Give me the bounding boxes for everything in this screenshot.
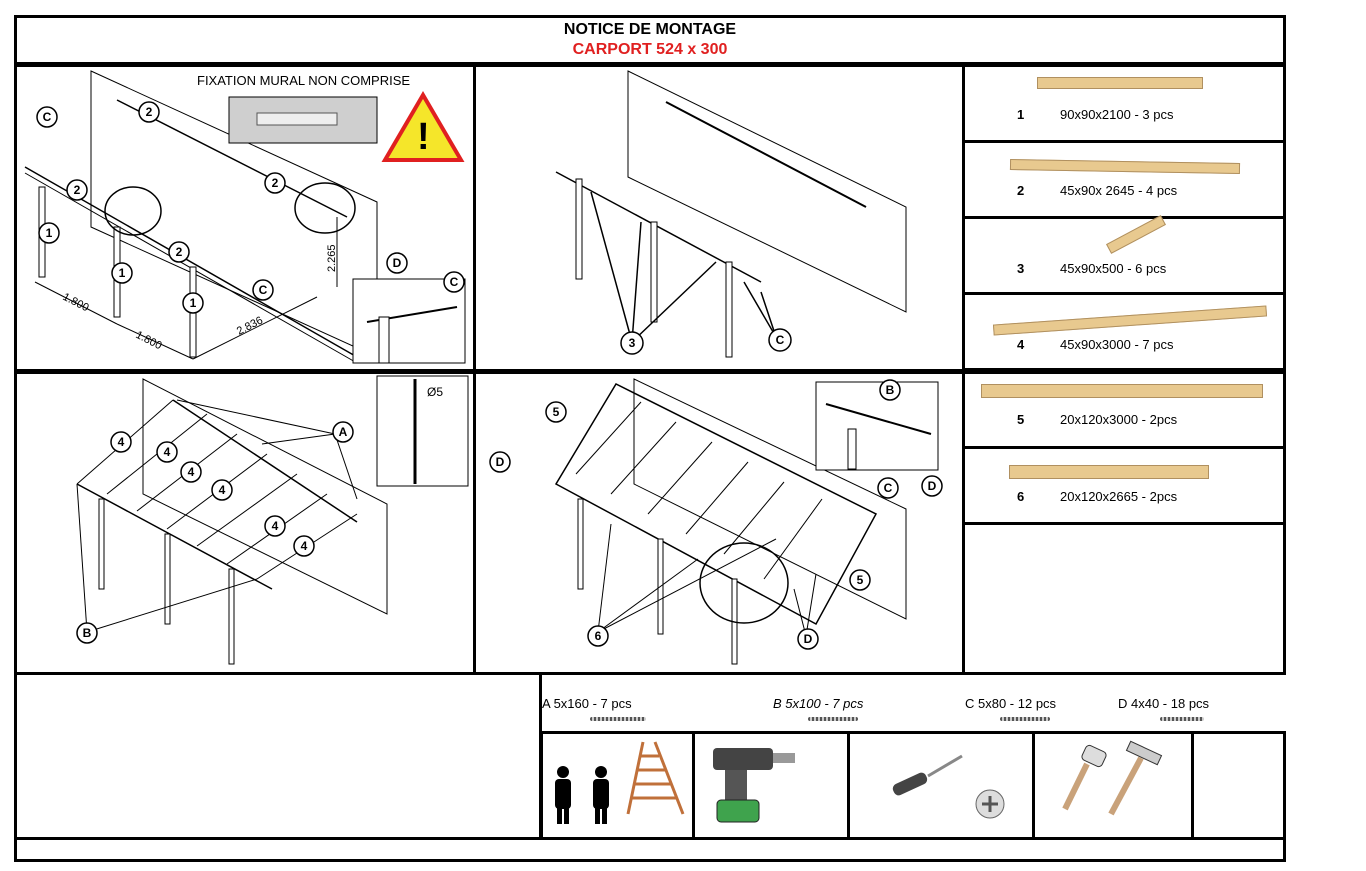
callout-4-5: 4 [272, 519, 279, 533]
screw-label-b: B 5x100 - 7 pcs [773, 696, 864, 711]
page-subtitle: CARPORT 524 x 300 [572, 41, 728, 58]
part-row-5: 5 20x120x3000 - 2pcs [962, 371, 1286, 449]
dim-3: 2.836 [235, 314, 265, 337]
wood-piece-2-icon [1009, 158, 1241, 175]
screw-b-icon [808, 717, 858, 721]
dim-1: 1.800 [61, 291, 91, 314]
tools-hammer-cell [1032, 731, 1194, 840]
tools-empty-cell [1191, 731, 1286, 840]
hammer-icon [1108, 740, 1163, 816]
callout-d-3: D [928, 479, 937, 493]
part-num-3: 3 [1017, 261, 1025, 276]
callout-4-2: 4 [164, 445, 171, 459]
callout-4-6: 4 [301, 539, 308, 553]
callout-2-2: 2 [74, 183, 81, 197]
callout-5-1: 5 [553, 405, 560, 419]
callout-c-2: C [259, 283, 268, 297]
step3-panel: Ø5 4 4 4 4 4 4 A B [14, 371, 476, 675]
part-row-3: 3 45x90x500 - 6 pcs [962, 215, 1286, 295]
step4-panel: 5 D B C D 5 6 D [473, 371, 965, 675]
screwdriver-icon [892, 754, 963, 796]
screw-label-c: C 5x80 - 12 pcs [965, 696, 1057, 711]
warning-icon [381, 91, 465, 162]
step1-drawing: 1.800 1.800 2.836 2.265 ! C 2 2 2 2 1 1 … [24, 70, 466, 364]
screw-c-icon [1000, 717, 1050, 721]
part-label-6: 20x120x2665 - 2pcs [1060, 489, 1178, 504]
callout-c-5: C [884, 481, 893, 495]
callout-b-2: B [886, 383, 895, 397]
callout-1-3: 1 [190, 296, 197, 310]
callout-d-4: D [804, 632, 813, 646]
dim-2: 1.800 [134, 329, 164, 352]
part-num-6: 6 [1017, 489, 1025, 504]
tools-screwdriver-cell [847, 731, 1035, 840]
footer-strip [14, 837, 1286, 862]
step1-panel: 1.800 1.800 2.836 2.265 ! C 2 2 2 2 1 1 … [14, 64, 476, 372]
part-row-6: 6 20x120x2665 - 2pcs [962, 446, 1286, 525]
callout-3: 3 [629, 336, 636, 350]
part-row-2: 2 45x90x 2645 - 4 pcs [962, 140, 1286, 219]
screw-d-icon [1160, 717, 1204, 721]
part-num-5: 5 [1017, 412, 1025, 427]
callout-5-2: 5 [857, 573, 864, 587]
wall-fixing-note: FIXATION MURAL NON COMPRISE [197, 73, 411, 88]
callout-2-1: 2 [146, 105, 153, 119]
callout-a: A [339, 425, 348, 439]
screw-label-d: D 4x40 - 18 pcs [1118, 696, 1210, 711]
part-label-3: 45x90x500 - 6 pcs [1060, 261, 1167, 276]
step4-drawing: 5 D B C D 5 6 D [489, 378, 943, 665]
callout-4-4: 4 [219, 483, 226, 497]
callout-c-1: C [43, 110, 52, 124]
screws-row: A 5x160 - 7 pcs B 5x100 - 7 pcs C 5x80 -… [540, 672, 1286, 733]
part-row-4: 4 45x90x3000 - 7 pcs [962, 292, 1286, 371]
part-label-5: 20x120x3000 - 2pcs [1060, 412, 1178, 427]
part-num-4: 4 [1017, 337, 1025, 352]
screw-a-icon [590, 717, 646, 721]
wood-piece-1-icon [1037, 77, 1203, 89]
step2-panel: 3 C [473, 64, 965, 372]
parts-empty-cell [962, 522, 1286, 675]
wood-piece-4-icon [992, 305, 1268, 336]
part-label-1: 90x90x2100 - 3 pcs [1060, 107, 1174, 122]
step3-drawing: Ø5 4 4 4 4 4 4 A B [76, 375, 469, 665]
title-block: NOTICE DE MONTAGE CARPORT 524 x 300 [14, 15, 1286, 65]
mallet-icon [1062, 744, 1107, 811]
callout-c-3: C [450, 275, 459, 289]
wood-piece-3-icon [1106, 215, 1166, 254]
dim-4: 2.265 [326, 244, 338, 272]
detail-diameter: Ø5 [427, 385, 443, 399]
two-people-icon [555, 766, 609, 824]
wood-piece-5-icon [981, 384, 1263, 398]
svg-text:!: ! [417, 116, 430, 158]
callout-1-1: 1 [46, 226, 53, 240]
callout-d-2: D [496, 455, 505, 469]
callout-d-1: D [393, 256, 402, 270]
part-label-2: 45x90x 2645 - 4 pcs [1060, 183, 1178, 198]
screw-label-a: A 5x160 - 7 pcs [542, 696, 632, 711]
part-num-2: 2 [1017, 183, 1025, 198]
callout-1-2: 1 [119, 266, 126, 280]
part-label-4: 45x90x3000 - 7 pcs [1060, 337, 1174, 352]
part-num-1: 1 [1017, 107, 1025, 122]
callout-6: 6 [595, 629, 602, 643]
callout-c-4: C [776, 333, 785, 347]
callout-2-4: 2 [176, 245, 183, 259]
phillips-head-icon [975, 789, 1005, 819]
wood-piece-6-icon [1009, 465, 1209, 479]
callout-4-3: 4 [188, 465, 195, 479]
part-row-1: 1 90x90x2100 - 3 pcs [962, 64, 1286, 143]
callout-2-3: 2 [272, 176, 279, 190]
bottom-left-cell [14, 672, 542, 840]
step2-drawing: 3 C [555, 70, 907, 358]
ladder-icon [626, 741, 685, 815]
tools-people-ladder-cell [540, 731, 695, 840]
cordless-drill-icon [713, 748, 795, 823]
page-title: NOTICE DE MONTAGE [563, 21, 737, 38]
callout-b-1: B [83, 626, 92, 640]
callout-4-1: 4 [118, 435, 125, 449]
tools-drill-cell [692, 731, 850, 840]
